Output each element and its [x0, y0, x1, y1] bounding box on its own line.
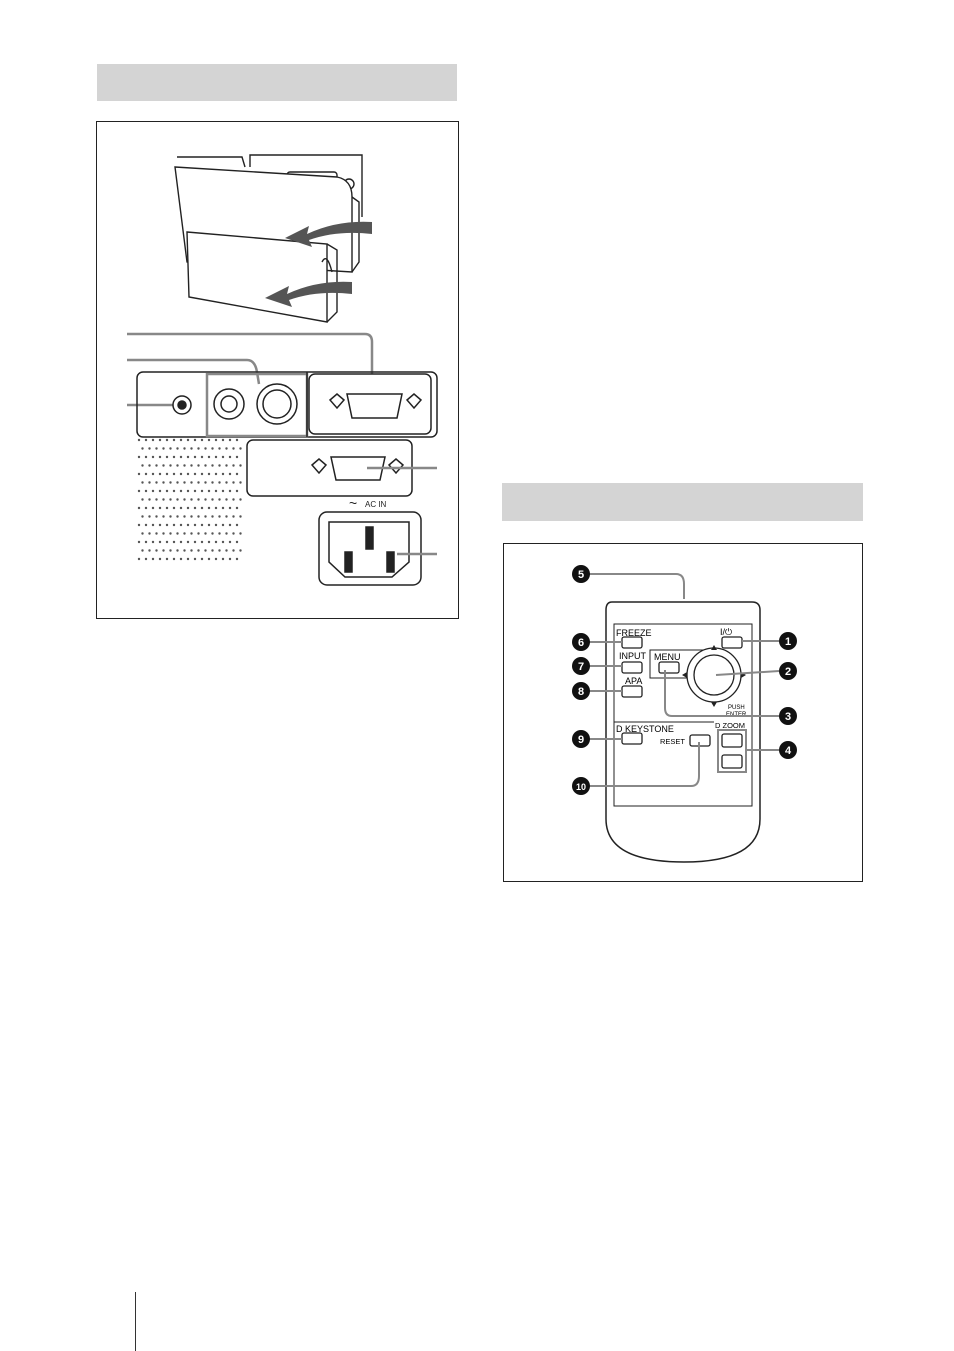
callout-4: 4: [779, 741, 797, 759]
remote-illustration: FREEZE INPUT APA MENU I/⏻ D KEYSTONE RES…: [504, 544, 862, 881]
callout-3: 3: [779, 707, 797, 725]
callout-2: 2: [779, 662, 797, 680]
callout-9: 9: [572, 730, 590, 748]
lower-input-panel: [247, 440, 437, 496]
d-zoom-minus-button[interactable]: [722, 755, 742, 768]
rear-connector-panel: [137, 372, 437, 437]
ac-in-label: AC IN: [365, 500, 387, 509]
callout-10: 10: [572, 777, 590, 795]
power-label: I/⏻: [720, 627, 732, 637]
svg-text:4: 4: [785, 745, 792, 757]
svg-text:1: 1: [785, 636, 791, 648]
input-button[interactable]: [622, 662, 642, 673]
svg-text:9: 9: [578, 734, 584, 746]
tilde-symbol: ~: [349, 495, 357, 511]
connector-panel-figure: AC IN ~: [96, 121, 459, 619]
d-zoom-plus-button[interactable]: [722, 734, 742, 747]
freeze-button[interactable]: [622, 637, 642, 648]
section-header-right: [502, 483, 863, 521]
apa-button[interactable]: [622, 686, 642, 697]
callout-5: 5: [572, 565, 590, 583]
input-label: INPUT: [619, 651, 647, 661]
svg-text:3: 3: [785, 711, 791, 723]
menu-button[interactable]: [659, 662, 679, 673]
svg-text:2: 2: [785, 666, 791, 678]
d-zoom-label: D ZOOM: [715, 721, 745, 730]
reset-label: RESET: [660, 737, 685, 746]
section-header-left: [97, 64, 457, 101]
d-keystone-button[interactable]: [622, 733, 642, 744]
svg-text:7: 7: [578, 661, 584, 673]
connector-panel-illustration: AC IN ~: [97, 122, 458, 618]
svg-text:6: 6: [578, 637, 584, 649]
callout-6: 6: [572, 633, 590, 651]
page-margin-line: [135, 1292, 136, 1351]
apa-label: APA: [625, 676, 642, 686]
speaker-grille: [138, 439, 242, 560]
svg-text:10: 10: [576, 782, 586, 792]
power-button[interactable]: [722, 637, 742, 648]
menu-label: MENU: [654, 652, 681, 662]
push-label: PUSH: [728, 705, 745, 711]
svg-text:8: 8: [578, 686, 584, 698]
callout-1: 1: [779, 632, 797, 650]
remote-commander-figure: FREEZE INPUT APA MENU I/⏻ D KEYSTONE RES…: [503, 543, 863, 882]
svg-text:5: 5: [578, 569, 584, 581]
ac-inlet: [319, 512, 437, 585]
callout-8: 8: [572, 682, 590, 700]
callout-7: 7: [572, 657, 590, 675]
